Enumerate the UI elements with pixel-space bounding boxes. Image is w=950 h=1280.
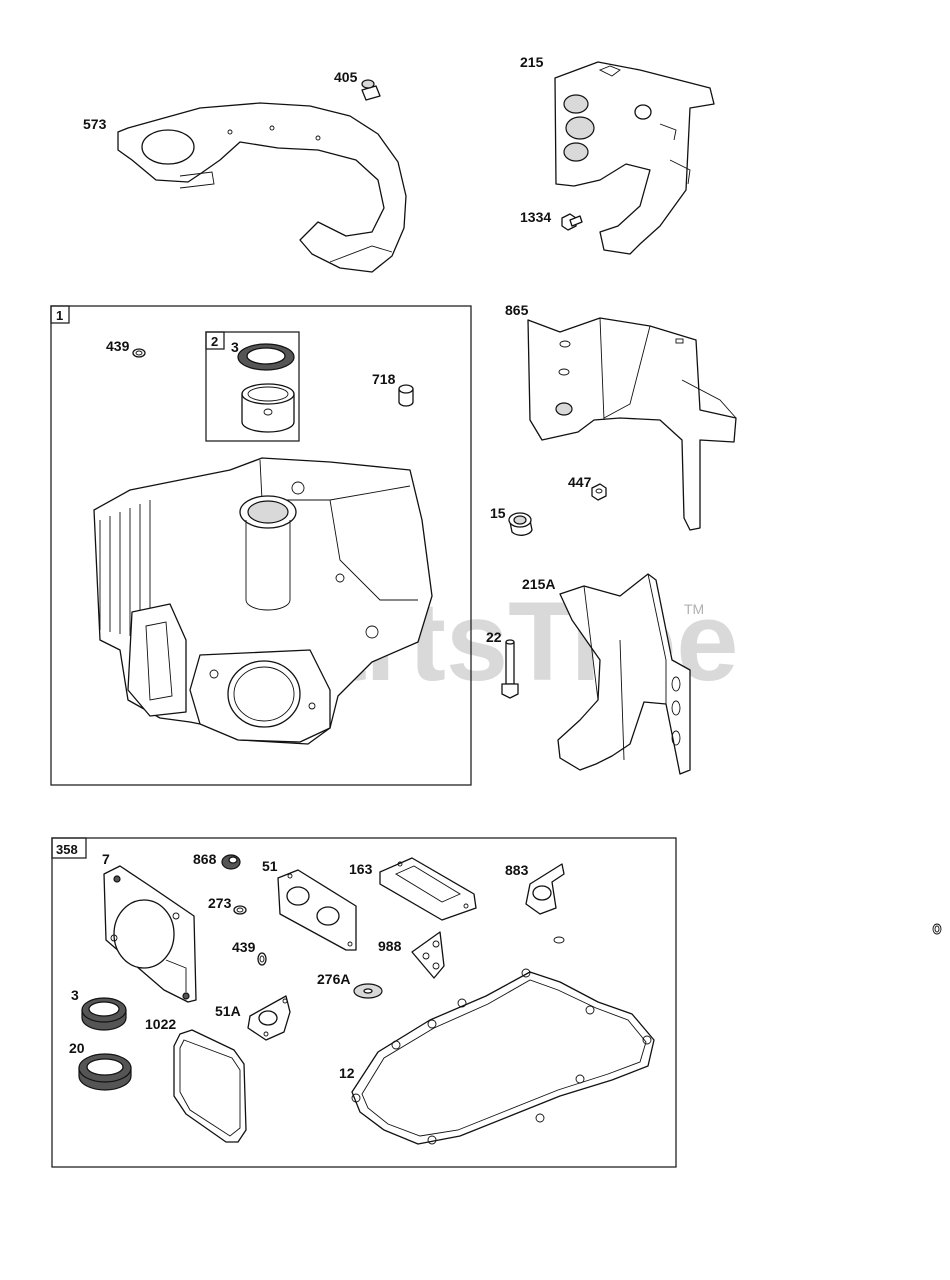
group-1-tag (50, 305, 70, 324)
callout-20: 20 (69, 1040, 85, 1056)
part-276A-washer[interactable] (353, 983, 383, 999)
callout-15: 15 (490, 505, 506, 521)
part-51A-gasket[interactable] (247, 995, 291, 1041)
callout-988: 988 (378, 938, 402, 954)
group-358-number: 358 (56, 842, 78, 857)
group-2-number: 2 (211, 334, 218, 349)
part-163-exhaust-gasket[interactable] (379, 857, 477, 921)
part-bushing-sleeve[interactable] (241, 383, 295, 433)
part-12-sump-gasket[interactable] (351, 968, 655, 1145)
part-51-intake-gasket[interactable] (277, 869, 357, 951)
callout-215: 215 (520, 54, 544, 70)
part-small-o-ring[interactable] (553, 936, 565, 944)
callout-405: 405 (334, 69, 358, 85)
part-718-dowel-pin[interactable] (398, 384, 414, 407)
callout-273: 273 (208, 895, 232, 911)
cooling-fins (99, 500, 151, 640)
part-439-o-ring[interactable] (257, 952, 267, 966)
part-865-side-shroud[interactable] (527, 317, 737, 531)
callout-12: 12 (339, 1065, 355, 1081)
callout-439-group1: 439 (106, 338, 130, 354)
callout-51: 51 (262, 858, 278, 874)
part-3-oil-seal[interactable] (237, 343, 295, 371)
callout-447: 447 (568, 474, 592, 490)
callout-1022: 1022 (145, 1016, 176, 1032)
part-439-seal-ring[interactable] (132, 348, 146, 358)
callout-7: 7 (102, 851, 110, 867)
group-2-tag (205, 331, 225, 350)
part-1334-bolt[interactable] (561, 213, 583, 231)
group-1-number: 1 (56, 308, 63, 323)
part-loose-ring (932, 923, 942, 935)
part-15-spacer[interactable] (508, 512, 533, 536)
watermark-trademark: TM (684, 601, 704, 617)
part-engine-block[interactable] (93, 457, 433, 745)
part-3-oil-seal-lower[interactable] (81, 997, 127, 1031)
callout-3-group358: 3 (71, 987, 79, 1003)
callout-276A: 276A (317, 971, 350, 987)
part-868-valve-seal[interactable] (221, 854, 241, 870)
part-273-washer[interactable] (233, 905, 247, 915)
part-22-long-bolt[interactable] (501, 639, 519, 699)
callout-22: 22 (486, 629, 502, 645)
callout-1334: 1334 (520, 209, 551, 225)
callout-51A: 51A (215, 1003, 241, 1019)
callout-865: 865 (505, 302, 529, 318)
part-883-gasket[interactable] (525, 863, 565, 915)
part-20-oil-seal[interactable] (78, 1053, 132, 1091)
callout-439-group358: 439 (232, 939, 256, 955)
group-2-frame (205, 331, 300, 442)
part-405-fastener[interactable] (361, 79, 381, 101)
callout-163: 163 (349, 861, 373, 877)
group-1-frame (50, 305, 472, 786)
part-1022-cover-gasket[interactable] (173, 1029, 247, 1143)
part-988-plate-gasket[interactable] (411, 931, 445, 979)
callout-3-group2: 3 (231, 339, 239, 355)
part-573-blower-housing[interactable] (117, 102, 407, 273)
group-358-tag (51, 837, 87, 859)
part-215-cylinder-shroud[interactable] (554, 61, 715, 255)
callout-883: 883 (505, 862, 529, 878)
callout-718: 718 (372, 371, 396, 387)
callout-868: 868 (193, 851, 217, 867)
callout-573: 573 (83, 116, 107, 132)
part-7-head-gasket[interactable] (103, 865, 197, 1003)
part-447-bolt[interactable] (591, 483, 607, 501)
callout-215A: 215A (522, 576, 555, 592)
group-358-frame (51, 837, 677, 1168)
part-215A-shroud[interactable] (557, 573, 691, 775)
